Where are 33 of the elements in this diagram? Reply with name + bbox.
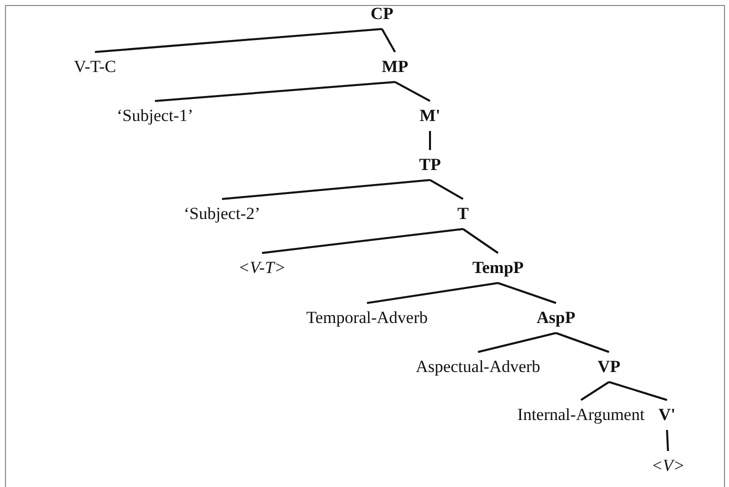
tree-branch xyxy=(498,282,556,304)
tree-branch xyxy=(429,131,431,150)
tree-branch xyxy=(430,179,464,200)
constituent-label: <V-T> xyxy=(238,258,286,278)
phrase-label: VP xyxy=(598,357,620,377)
phrase-label: AspP xyxy=(536,308,576,328)
phrase-label: CP xyxy=(370,4,394,24)
tree-branch xyxy=(462,228,499,254)
phrase-label: T xyxy=(457,204,469,224)
tree-branch xyxy=(394,81,430,102)
tree-branch xyxy=(262,228,464,254)
phrase-label: TP xyxy=(419,155,441,175)
tree-branch xyxy=(608,381,668,401)
constituent-label: Internal-Argument xyxy=(517,405,645,425)
phrase-label: MP xyxy=(382,57,408,77)
phrase-label: M' xyxy=(420,106,440,126)
phrase-label: TempP xyxy=(472,258,524,278)
constituent-label: ‘Subject-1’ xyxy=(116,106,194,126)
phrase-label: V' xyxy=(658,405,676,425)
constituent-label: Aspectual-Adverb xyxy=(416,357,540,377)
tree-branch xyxy=(478,332,556,353)
tree-branch xyxy=(366,282,498,304)
constituent-label: ‘Subject-2’ xyxy=(184,204,260,224)
tree-branch xyxy=(222,179,430,200)
tree-branch xyxy=(154,81,396,102)
tree-branch xyxy=(556,332,610,353)
tree-branch xyxy=(94,28,382,53)
tree-branch xyxy=(580,381,610,401)
tree-branch xyxy=(666,430,669,452)
constituent-label: <V> xyxy=(651,456,685,476)
constituent-label: Temporal-Adverb xyxy=(306,308,428,328)
constituent-label: V-T-C xyxy=(74,57,116,77)
tree-branch xyxy=(381,28,396,52)
